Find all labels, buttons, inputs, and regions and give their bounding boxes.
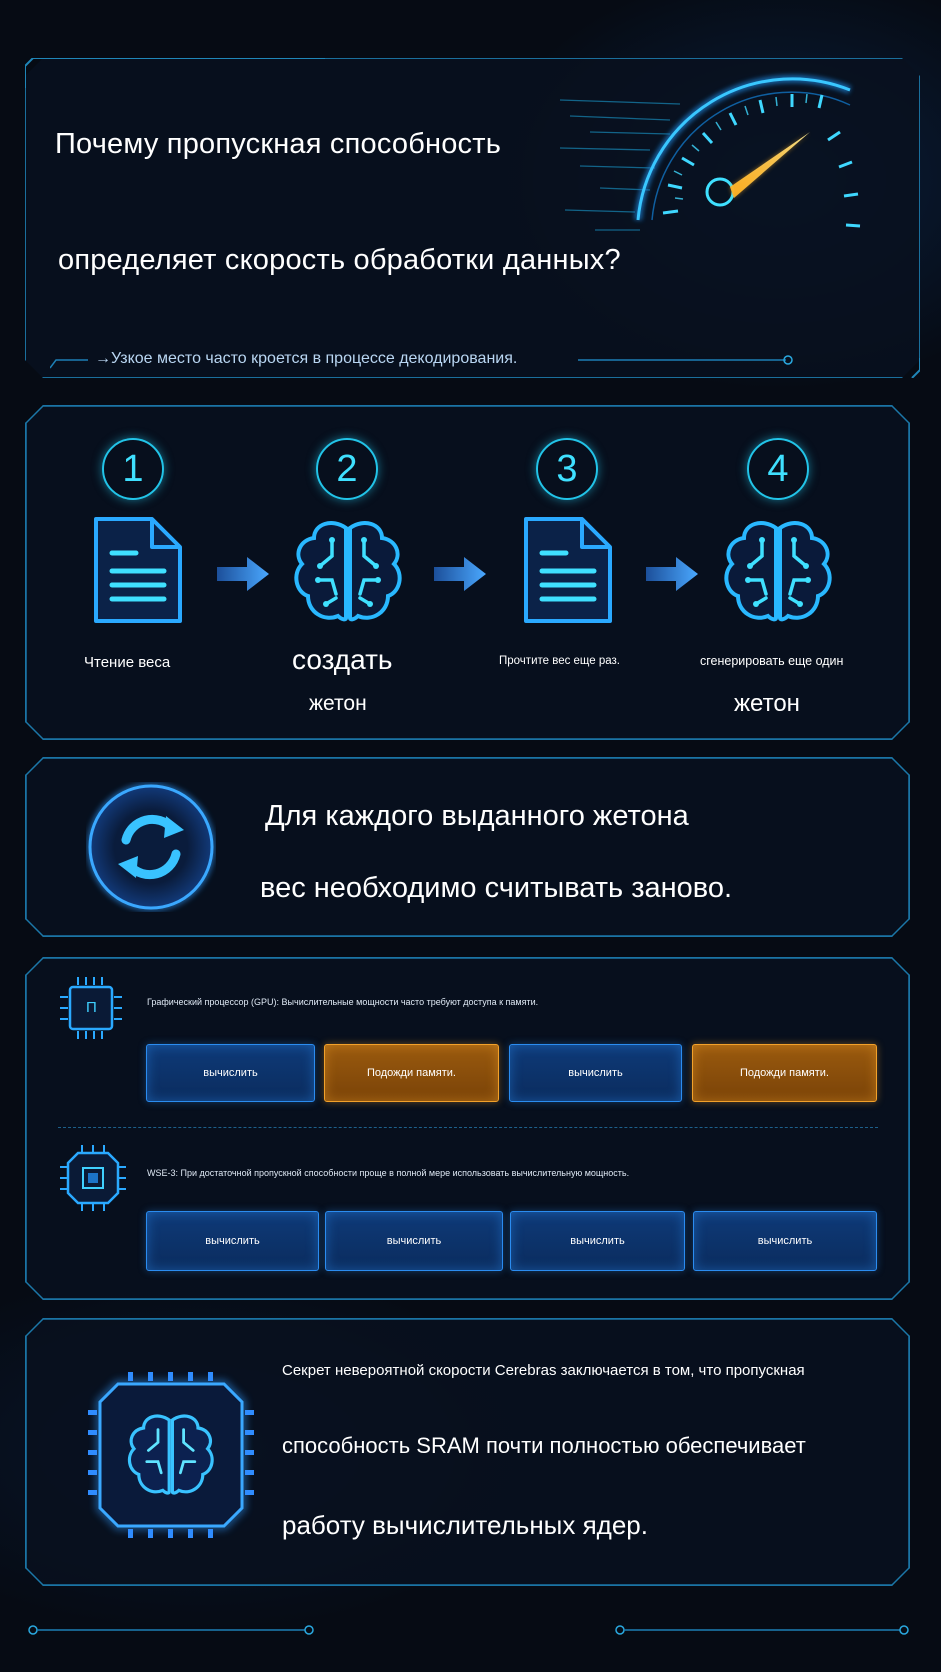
gpu-block-compute: вычислить xyxy=(509,1044,682,1102)
step-number-1: 1 xyxy=(102,438,164,500)
refresh-icon xyxy=(87,783,215,911)
gpu-chip-label: П xyxy=(86,999,97,1016)
step-number-2: 2 xyxy=(316,438,378,500)
step-label-1: Чтение веса xyxy=(84,654,171,671)
arrow-right-icon xyxy=(434,557,486,591)
wse-block-compute: вычислить xyxy=(325,1211,503,1271)
gpu-block-compute: вычислить xyxy=(146,1044,315,1102)
gpu-block-wait: Подожди памяти. xyxy=(324,1044,499,1102)
step-label-2-line2: жетон xyxy=(309,692,367,715)
secret-text-line1: Секрет невероятной скорости Cerebras зак… xyxy=(282,1362,805,1379)
footer-line-decoration xyxy=(28,1625,909,1635)
step-label-3: Прочтите вес еще раз. xyxy=(499,655,620,667)
wse-caption: WSE-3: При достаточной пропускной способ… xyxy=(147,1168,630,1178)
document-icon xyxy=(524,517,612,623)
step-number-3: 3 xyxy=(536,438,598,500)
subtitle-line-decoration xyxy=(50,355,793,369)
arrow-right-icon xyxy=(217,557,269,591)
step-label-2-line1: создать xyxy=(292,644,393,675)
wse-chip-icon xyxy=(60,1145,126,1211)
step-number-4: 4 xyxy=(747,438,809,500)
subtitle-text: →Узкое место часто кроется в процессе де… xyxy=(95,350,518,367)
brain-icon xyxy=(294,521,402,622)
ai-chip-brain-icon xyxy=(88,1372,254,1538)
brain-icon xyxy=(724,521,832,622)
secret-text-line2: способность SRAM почти полностью обеспеч… xyxy=(282,1433,806,1458)
step-label-4-line1: сгенерировать еще один xyxy=(700,654,844,668)
page-title-line2: определяет скорость обработки данных? xyxy=(58,244,621,276)
token-text-line2: вес необходимо считывать заново. xyxy=(260,872,733,904)
header-panel xyxy=(25,58,920,378)
token-text-line1: Для каждого выданного жетона xyxy=(265,800,689,832)
document-icon xyxy=(94,517,182,623)
secret-text-line3: работу вычислительных ядер. xyxy=(282,1510,648,1540)
gpu-block-wait: Подожди памяти. xyxy=(692,1044,877,1102)
arrow-right-icon xyxy=(646,557,698,591)
speedometer-icon xyxy=(560,74,861,231)
step-label-4-line2: жетон xyxy=(734,690,800,717)
gpu-caption: Графический процессор (GPU): Вычислитель… xyxy=(147,997,539,1007)
wse-block-compute: вычислить xyxy=(693,1211,877,1271)
subtitle-row: →Узкое место часто кроется в процессе де… xyxy=(50,350,793,374)
wse-block-compute: вычислить xyxy=(510,1211,685,1271)
compare-divider xyxy=(58,1127,878,1128)
gpu-chip-icon xyxy=(60,977,122,1039)
wse-block-compute: вычислить xyxy=(146,1211,319,1271)
page-title-line1: Почему пропускная способность xyxy=(55,128,502,160)
